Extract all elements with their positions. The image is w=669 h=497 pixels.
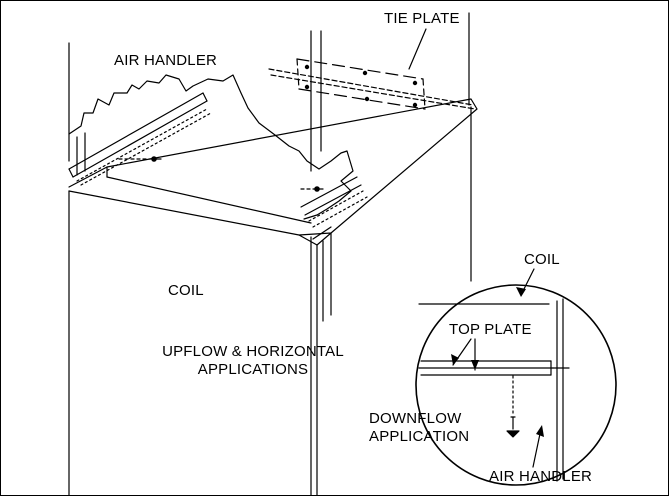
air-handler-label: AIR HANDLER: [114, 52, 218, 69]
rail-front-left: [68, 92, 212, 186]
coil-label: COIL: [168, 282, 204, 299]
coil-top-flange: [68, 98, 478, 246]
upflow-horizontal-label: UPFLOW & HORIZONTAL APPLICATIONS: [144, 343, 362, 379]
air-handler-cabinet: [68, 12, 470, 172]
detail-air-handler-label: AIR HANDLER: [489, 468, 593, 485]
air-handler-left-panel: [76, 132, 86, 176]
detail-circle: [415, 284, 617, 486]
rail-right: [300, 176, 368, 228]
detail-coil-label: COIL: [524, 251, 560, 268]
tie-plate-leader: [408, 28, 427, 70]
upflow-label-line1: UPFLOW & HORIZONTAL: [162, 343, 344, 360]
arrowheads: [451, 287, 544, 437]
cutaway-edge: [68, 74, 354, 220]
screw-right: [300, 186, 324, 192]
upflow-label-line2: APPLICATIONS: [197, 361, 309, 378]
downflow-label-line2: APPLICATION: [369, 428, 470, 445]
coil-cabinet: [68, 106, 472, 496]
tie-plate-label: TIE PLATE: [384, 10, 460, 27]
detail-top-plate-label: TOP PLATE: [449, 321, 532, 338]
downflow-application-label: DOWNFLOW APPLICATION: [369, 410, 469, 446]
tie-plate: [268, 58, 476, 110]
downflow-label-line1: DOWNFLOW: [369, 410, 462, 427]
